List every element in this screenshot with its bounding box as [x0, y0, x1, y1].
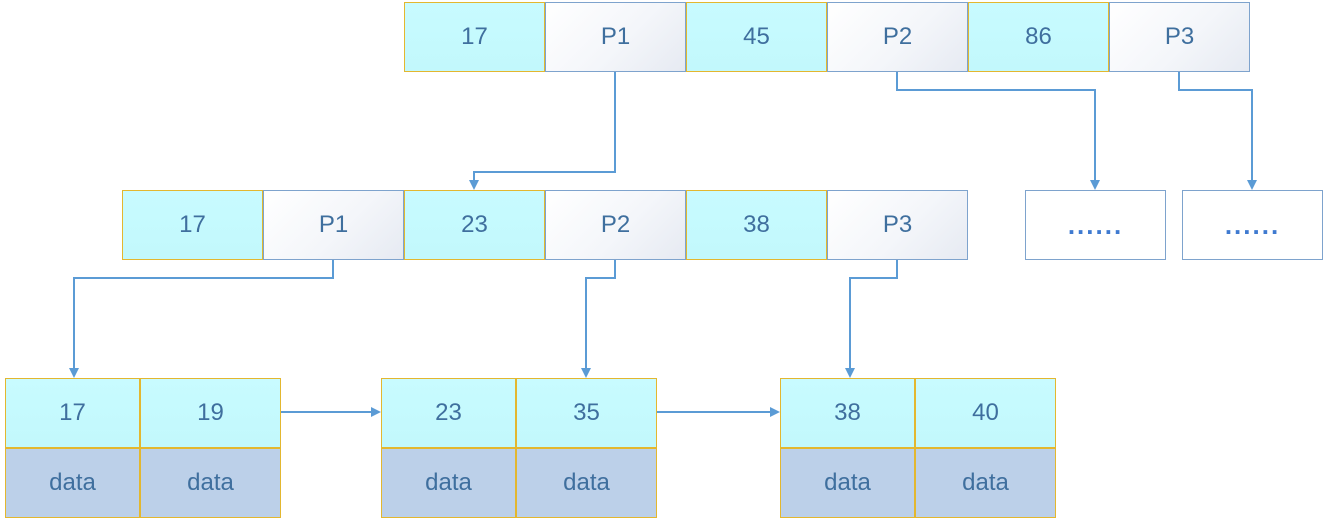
placeholder-node-2: ...... — [1182, 190, 1323, 260]
root-key-1: 17 — [404, 2, 545, 72]
arrow-root-p2-to-placeholder-1 — [896, 72, 1100, 190]
leaf-3-data-2: data — [915, 448, 1056, 518]
arrow-root-p3-to-placeholder-2 — [1178, 72, 1257, 190]
arrow-internal-p1-to-leaf-1 — [69, 260, 334, 378]
internal-pointer-1: P1 — [263, 190, 404, 260]
leaf-1-data-1: data — [5, 448, 140, 518]
root-key-3: 86 — [968, 2, 1109, 72]
leaf-3-key-2: 40 — [915, 378, 1056, 448]
leaf-1-key-1: 17 — [5, 378, 140, 448]
leaf-3-key-1: 38 — [780, 378, 915, 448]
internal-key-2: 23 — [404, 190, 545, 260]
leaf-3-data-1: data — [780, 448, 915, 518]
root-pointer-2: P2 — [827, 2, 968, 72]
internal-key-1: 17 — [122, 190, 263, 260]
leaf-2-key-1: 23 — [381, 378, 516, 448]
arrow-internal-p3-to-leaf-3 — [845, 260, 898, 378]
root-pointer-1: P1 — [545, 2, 686, 72]
root-key-2: 45 — [686, 2, 827, 72]
internal-pointer-2: P2 — [545, 190, 686, 260]
internal-pointer-3: P3 — [827, 190, 968, 260]
arrow-internal-p2-to-leaf-2 — [581, 260, 616, 378]
leaf-2-data-2: data — [516, 448, 657, 518]
placeholder-node-1: ...... — [1025, 190, 1166, 260]
root-pointer-3: P3 — [1109, 2, 1250, 72]
leaf-2-key-2: 35 — [516, 378, 657, 448]
leaf-1-data-2: data — [140, 448, 281, 518]
arrow-root-p1-to-internal — [469, 72, 616, 190]
leaf-1-key-2: 19 — [140, 378, 281, 448]
leaf-2-data-1: data — [381, 448, 516, 518]
internal-key-3: 38 — [686, 190, 827, 260]
